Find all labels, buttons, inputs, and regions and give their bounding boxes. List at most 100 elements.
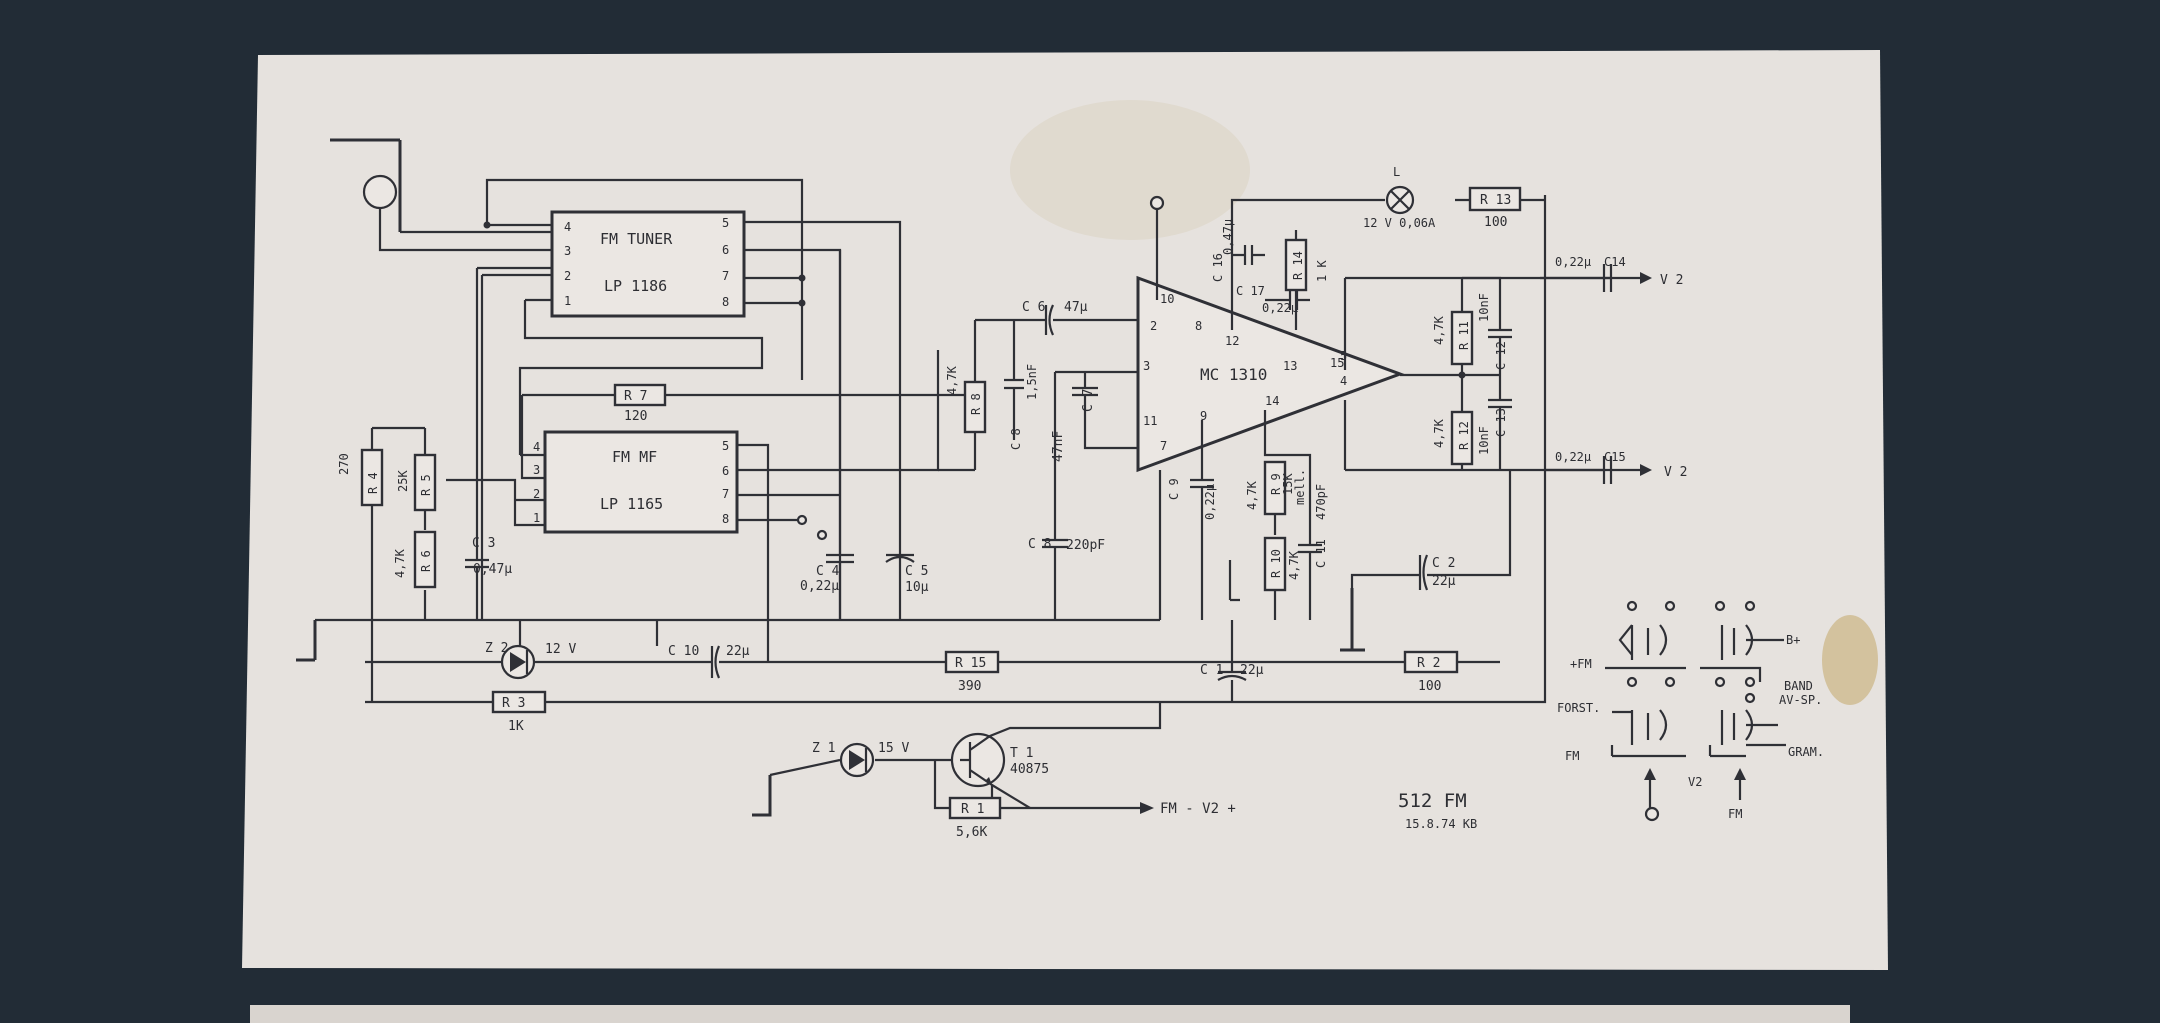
switch-label-gram: GRAM.	[1788, 745, 1824, 759]
tuner-pin-2: 2	[564, 269, 571, 283]
c17-capacitor	[1265, 290, 1310, 310]
z1-value: 15 V	[878, 741, 909, 756]
c9-ref: C 9	[1167, 478, 1181, 500]
c11-ref: C 11	[1314, 539, 1328, 568]
mf-pin-4: 4	[533, 440, 540, 454]
switch-arrow-v2: V2	[1688, 775, 1702, 789]
paper-stain-edge	[1822, 615, 1878, 705]
c6-ref: C 6	[1022, 300, 1045, 315]
c1-ref: C 1	[1200, 663, 1223, 678]
c2-ref: C 2	[1432, 556, 1455, 571]
c8b-value: 1,5nF	[1025, 364, 1039, 400]
divider-wires	[370, 426, 455, 702]
t1-transistor	[950, 702, 1162, 809]
r3-ref: R 3	[502, 696, 525, 711]
mf-pin-2: 2	[533, 487, 540, 501]
r15-value: 390	[958, 679, 981, 694]
c6-value: 47μ	[1064, 300, 1088, 315]
c1-capacitor	[1217, 620, 1247, 702]
antenna-symbol	[330, 138, 552, 252]
c5-value: 10μ	[905, 580, 929, 595]
lamp-value: 12 V 0,06A	[1363, 216, 1436, 230]
c4-ref: C 4	[816, 564, 840, 579]
tuner-wire-5	[744, 220, 902, 620]
ic-pin-5: 5	[1340, 349, 1347, 363]
ground-bottom	[752, 775, 772, 817]
c3-value: 0,47μ	[473, 562, 512, 577]
lamp-symbol	[1385, 185, 1415, 215]
fm-mf-title: FM MF	[612, 448, 657, 466]
r9-resistor	[1263, 460, 1287, 516]
r10-value: 4,7K	[1287, 550, 1301, 580]
c5-capacitor	[885, 553, 915, 563]
r5-value: 25K	[396, 470, 410, 492]
ic-pin-14: 14	[1265, 394, 1279, 408]
ic-pin-2: 2	[1150, 319, 1157, 333]
c11-value: 470pF	[1314, 484, 1328, 520]
c8-ref: C 8	[1028, 537, 1051, 552]
r9-alt-value: 15K	[1281, 473, 1295, 495]
c6-capacitor	[1040, 304, 1150, 336]
c4-capacitor	[826, 250, 854, 620]
r6-ref: R 6	[419, 550, 433, 572]
r6-value: 4,7K	[393, 548, 407, 578]
c14-capacitor	[1540, 264, 1640, 292]
z1-ref: Z 1	[812, 741, 835, 756]
c7-value: 47nF	[1051, 431, 1066, 462]
r8-resistor	[963, 380, 987, 434]
test-point	[1149, 195, 1165, 211]
c8b-capacitor	[1004, 320, 1024, 440]
z1-wires	[769, 758, 960, 777]
c12-value: 10nF	[1477, 293, 1491, 322]
r1-wires	[933, 760, 1140, 810]
c8-capacitor	[1042, 372, 1068, 620]
r14-ref: R 14	[1291, 251, 1305, 280]
r3-value: 1K	[508, 719, 524, 734]
z2-zener	[500, 644, 536, 680]
r11-value: 4,7K	[1432, 315, 1446, 345]
c16-ref: C 16	[1211, 253, 1225, 282]
c8b-ref: C 8	[1009, 428, 1023, 450]
ground-left	[296, 620, 317, 662]
c3-capacitor	[465, 268, 489, 620]
v2-bottom-label: V 2	[1664, 465, 1687, 480]
trimmer-wire	[1228, 560, 1240, 602]
v2-bottom-arrow	[1640, 464, 1652, 476]
c10-ref: C 10	[668, 644, 699, 659]
r11-ref: R 11	[1457, 321, 1471, 350]
mf-pin-8: 8	[722, 512, 729, 526]
mf-pin-6: 6	[722, 464, 729, 478]
r4-ref: R 4	[366, 472, 380, 494]
c2-capacitor	[1350, 470, 1512, 591]
tuner-pin-6: 6	[722, 243, 729, 257]
r1-value: 5,6K	[956, 825, 987, 840]
second-paper-edge	[250, 1005, 1850, 1023]
c14-value: 0,22μ	[1555, 255, 1591, 269]
c16-capacitor	[1232, 245, 1265, 265]
tuner-pin-7: 7	[722, 269, 729, 283]
r5-resistor	[413, 453, 437, 512]
lamp-ref: L	[1393, 165, 1400, 179]
ic-pin-12: 12	[1225, 334, 1239, 348]
c3-ref: C 3	[472, 536, 495, 551]
r2-value: 100	[1418, 679, 1441, 694]
r12-resistor	[1450, 410, 1474, 466]
switch-label-b-plus: B+	[1786, 633, 1800, 647]
c15-capacitor	[1545, 456, 1640, 484]
r9-alt-note: mell.	[1293, 469, 1307, 505]
r5-ref: R 5	[419, 474, 433, 496]
ic-pin-7: 7	[1160, 439, 1167, 453]
c13-value: 10nF	[1477, 426, 1491, 455]
mf-wire-3	[520, 395, 545, 480]
tuner-wire-2	[480, 273, 552, 620]
r13-resistor	[1468, 186, 1522, 212]
paper-stain	[1010, 100, 1250, 240]
r2-ref: R 2	[1417, 656, 1440, 671]
c7-ref: C 7	[1081, 389, 1096, 412]
fm-supply-label: FM - V2 +	[1160, 801, 1236, 817]
r7-ref: R 7	[624, 389, 647, 404]
lamp-wires	[1230, 198, 1545, 330]
r12-value: 4,7K	[1432, 418, 1446, 448]
tuner-pin-4: 4	[564, 220, 571, 234]
r10-resistor	[1263, 536, 1287, 592]
